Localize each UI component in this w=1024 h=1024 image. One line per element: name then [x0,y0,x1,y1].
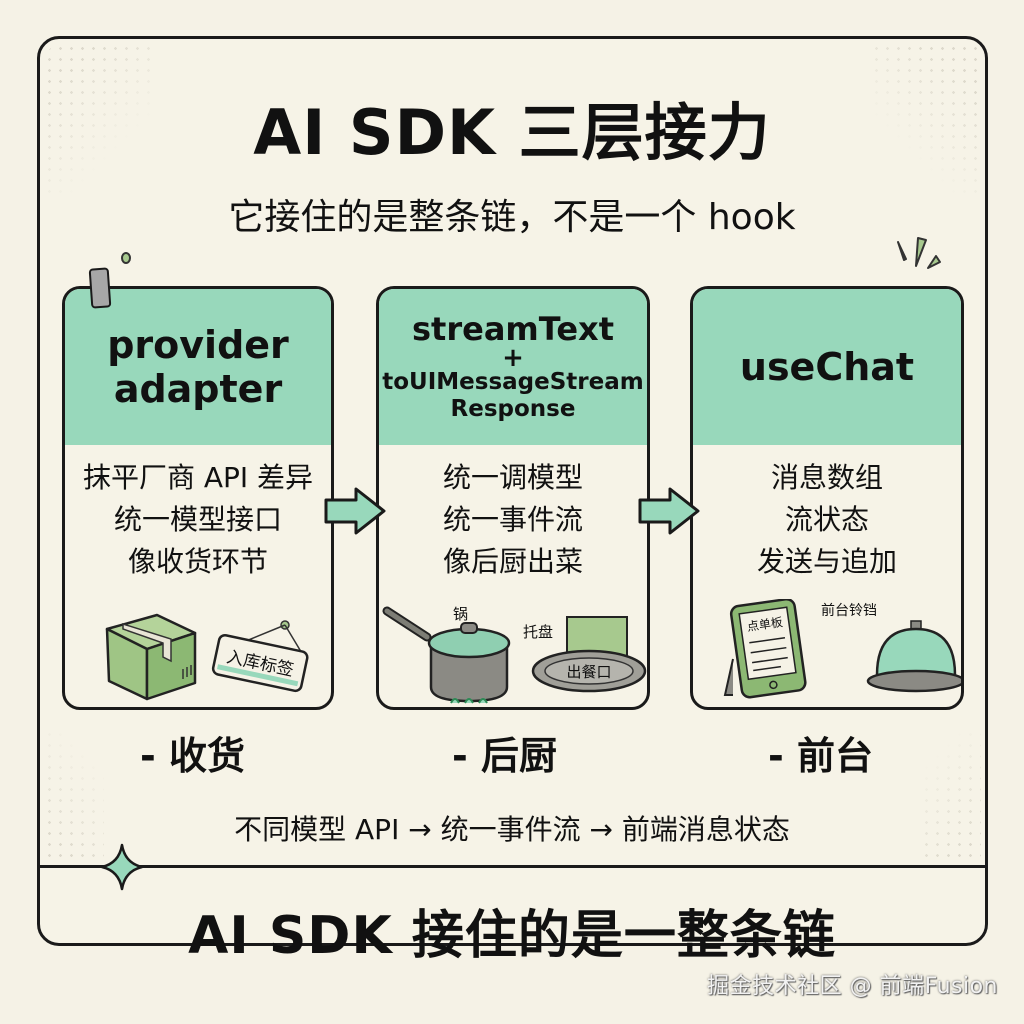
role-label-kitchen: - 后厨 [452,734,558,778]
sparkle-icon [100,843,144,891]
watermark: 掘金技术社区 @ 前端Fusion [707,974,998,999]
dot-pattern-decoration [44,43,154,193]
layer-card-provider-adapter: provider adapter 抹平厂商 API 差异 统一模型接口 像收货环… [62,286,334,710]
dot-pattern-decoration [921,729,981,869]
package-box-icon [105,613,197,701]
card-body: 统一调模型 统一事件流 像后厨出菜 [379,457,647,583]
conclusion: AI SDK 接住的是一整条链 [0,893,1024,968]
tablet-label: 点单板 [746,615,784,634]
burst-lines-icon [897,237,941,269]
flow-summary: 不同模型 API → 统一事件流 → 前端消息状态 [234,813,790,846]
dot-decoration [121,252,131,264]
card-description: 消息数组 [770,461,883,494]
pot-label: 锅 [453,605,468,623]
card-title-sub: Response [450,396,576,422]
card-description: 统一调模型 [442,461,583,494]
order-tablet-icon: 点单板 [723,599,807,699]
card-description: 发送与追加 [756,545,897,578]
tray-icon: 托盘 出餐口 [523,616,647,693]
tag-sign-icon: 入库标签 [211,620,309,693]
service-bell-icon: 前台铃铛 [821,602,961,693]
conclusion-text: AI SDK 接住的是一整条链 [188,906,836,966]
bell-label: 前台铃铛 [821,602,877,619]
card-header: useChat [693,289,961,445]
card-title-plus: + [502,343,524,373]
card-header: provider adapter [65,289,331,445]
divider [37,865,988,868]
card-title-line: useChat [739,345,915,389]
tape-decoration [88,267,112,309]
card-description: 统一模型接口 [113,503,282,536]
card-body: 消息数组 流状态 发送与追加 [693,457,961,583]
card-header: streamText + toUIMessageStream Response [379,289,647,445]
page-subtitle: 它接住的是整条链，不是一个 hook [228,197,796,238]
arrow-right-icon [324,487,386,535]
layer-card-usechat: useChat 消息数组 流状态 发送与追加 点单板 前台铃铛 [690,286,964,710]
serving-window-label: 出餐口 [566,663,611,681]
card-description: 流状态 [784,503,869,536]
role-label-front-desk: - 前台 [768,734,874,778]
card-title-sub: toUIMessageStream [382,369,644,395]
card-description: 像后厨出菜 [442,545,583,578]
card-title-line: provider [107,323,289,367]
card-description: 像收货环节 [127,545,268,578]
dot-pattern-decoration [44,729,104,869]
card-body: 抹平厂商 API 差异 统一模型接口 像收货环节 [65,457,331,583]
pot-icon: 锅 [382,605,511,704]
dot-pattern-decoration [871,43,981,193]
layer-card-streamtext: streamText + toUIMessageStream Response … [376,286,650,710]
arrow-right-icon [638,487,700,535]
card-title-main: streamText [412,310,614,348]
card-description: 抹平厂商 API 差异 [82,461,314,494]
card-title-line: adapter [113,367,283,411]
tray-label: 托盘 [523,623,553,641]
page-title: AI SDK 三层接力 [253,96,771,169]
role-label-receiving: - 收货 [140,734,246,778]
card-description: 统一事件流 [442,503,583,536]
